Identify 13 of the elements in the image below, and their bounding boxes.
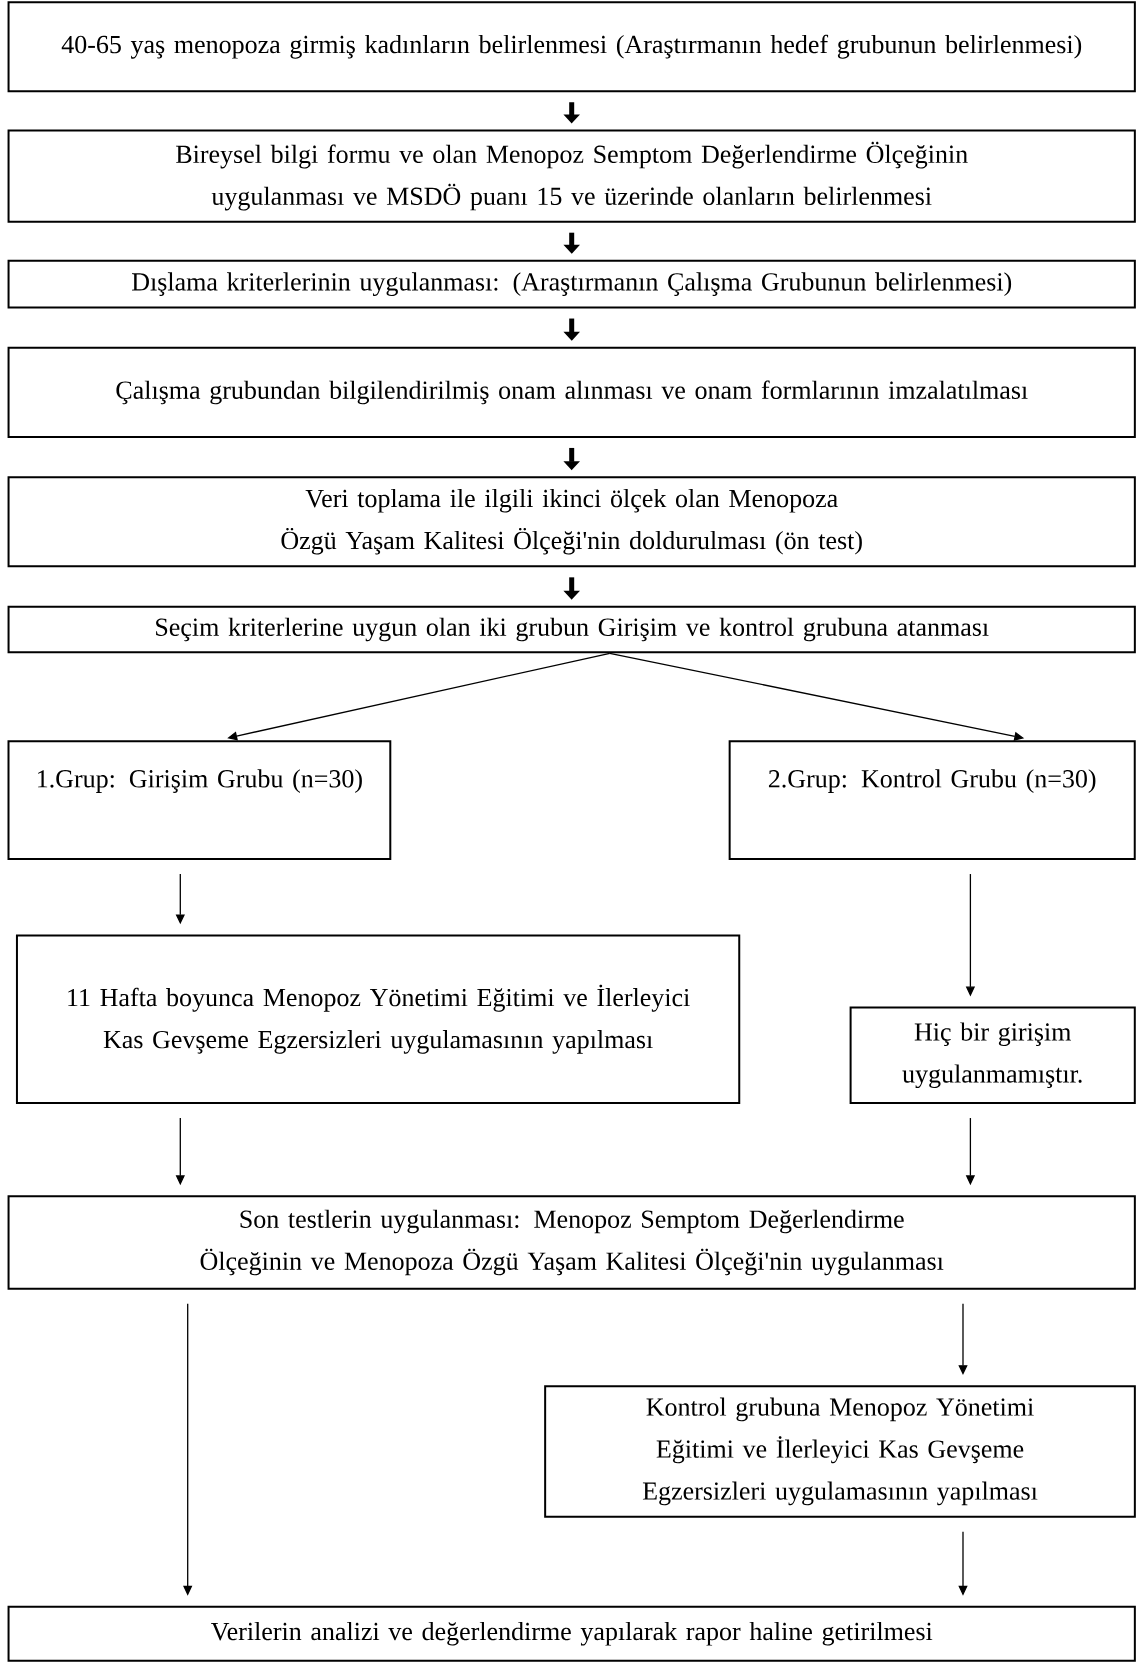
process-box: 11 Hafta boyunca Menopoz Yönetimi Eğitimi ve İlerleyici Kas Gevşeme Egzersizleri uygulamasının yapılması [15, 934, 741, 1104]
process-box: Bireysel bilgi formu ve olan Menopoz Semptom Değerlendirme Ölçeğinin uygulanması ve MSDÖ puanı 15 ve üzerinde olanların belirlenmesi [7, 129, 1136, 223]
process-box: 2.Grup: Kontrol Grubu (n=30) [728, 740, 1136, 861]
process-box: Verilerin analizi ve değerlendirme yapılarak rapor haline getirilmesi [7, 1605, 1136, 1662]
process-box: Kontrol grubuna Menopoz Yönetimi Eğitimi ve İlerleyici Kas Gevşeme Egzersizleri uygulamasının yapılması [544, 1385, 1136, 1518]
process-box: 40-65 yaş menopoza girmiş kadınların belirlenmesi (Araştırmanın hedef grubunun belirlenmesi) [7, 1, 1136, 93]
process-box: Hiç bir girişim uygulanmamıştır. [849, 1006, 1136, 1105]
process-box: Veri toplama ile ilgili ikinci ölçek olan Menopoza Özgü Yaşam Kalitesi Ölçeği'nin doldurulması (ön test) [7, 476, 1136, 568]
process-box: Seçim kriterlerine uygun olan iki grubun Girişim ve kontrol grubuna atanması [7, 605, 1136, 654]
process-box: Çalışma grubundan bilgilendirilmiş onam alınması ve onam formlarının imzalatılması [7, 346, 1136, 438]
process-box: Son testlerin uygulanması: Menopoz Semptom Değerlendirme Ölçeğinin ve Menopoza Özgü Yaşam Kalitesi Ölçeği'nin uygulanması [7, 1195, 1136, 1290]
process-box: 1.Grup: Girişim Grubu (n=30) [7, 740, 392, 861]
process-box: Dışlama kriterlerinin uygulanması: (Araştırmanın Çalışma Grubunun belirlenmesi) [7, 259, 1136, 309]
